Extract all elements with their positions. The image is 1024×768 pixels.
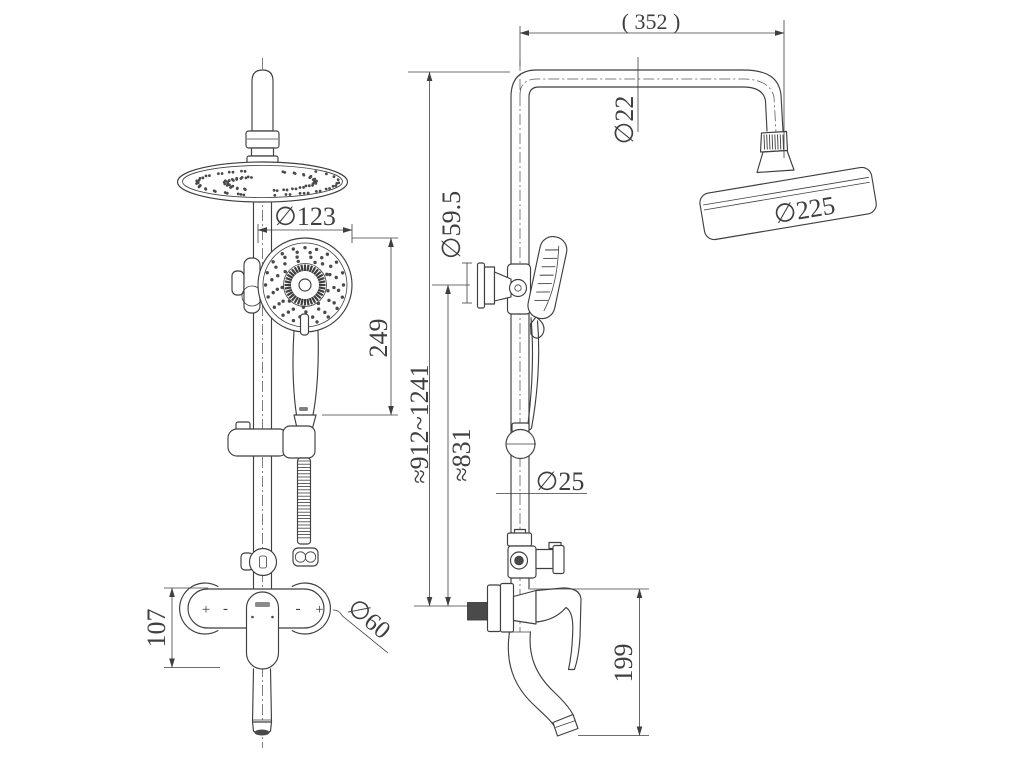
dim-arm-pipe-diameter: ∅22 (610, 96, 639, 145)
brand-logo (255, 602, 270, 607)
spout-side (507, 631, 579, 737)
mixer-valve-side (467, 582, 582, 671)
cold-mark: + (315, 602, 323, 618)
right-escutcheon (291, 582, 331, 635)
hand-shower-front (257, 237, 353, 336)
dim-column-pipe-diameter: ∅25 (536, 467, 585, 496)
diverter-knob-front (248, 547, 278, 577)
dim-hand-shower-length: 249 (364, 319, 393, 358)
slide-bracket (227, 428, 289, 457)
spray-button (299, 313, 310, 336)
hand-shower-bracket (231, 270, 245, 296)
dim-column-height: ≈912~1241 (405, 364, 434, 483)
minus-mark-right: - (296, 601, 301, 617)
spout-outlet (254, 729, 270, 736)
dim-bracket-height: ≈831 (447, 428, 476, 481)
hand-shower-handle (292, 330, 298, 416)
wall-bracket-side (476, 262, 532, 315)
left-escutcheon (179, 582, 219, 635)
side-centerline (519, 60, 778, 151)
minus-mark-left: - (223, 601, 228, 617)
top-nut (245, 130, 280, 149)
dim-spout-drop: 199 (609, 644, 638, 683)
overhead-shower-front (176, 161, 349, 203)
shower-hose (292, 457, 319, 567)
dim-arm-reach: ( 352 ) (622, 9, 681, 34)
overhead-nozzles (195, 169, 341, 197)
dim-bracket-diameter: ∅59.5 (437, 191, 466, 259)
mixer-handle-side (535, 587, 582, 671)
riser-pipe-side (510, 69, 784, 534)
dim-hand-shower-diameter: ∅123 (274, 202, 336, 231)
spout-front (251, 668, 273, 736)
mixer-valve-front: + - - + (179, 582, 331, 670)
lower-collar (506, 532, 533, 547)
handle-socket (282, 425, 316, 459)
pipe-top-cap (251, 69, 274, 132)
wall-inlet (467, 602, 488, 621)
front-view: + - - + ∅123 249 (142, 58, 398, 748)
side-dimensions: ( 352 ) ∅22 ∅59.5 ≈912~1241 ≈831 ∅25 199 (405, 9, 785, 736)
head-adapter (756, 149, 795, 174)
handle-plate (245, 591, 280, 670)
side-view: ∅225 (405, 9, 877, 737)
hot-mark: + (202, 602, 210, 618)
handle-logo (299, 407, 308, 411)
overhead-shower-side: ∅225 (699, 166, 877, 241)
hand-shower-side (526, 236, 568, 431)
dim-valve-height: 107 (142, 609, 171, 648)
diverter-side (507, 541, 565, 579)
